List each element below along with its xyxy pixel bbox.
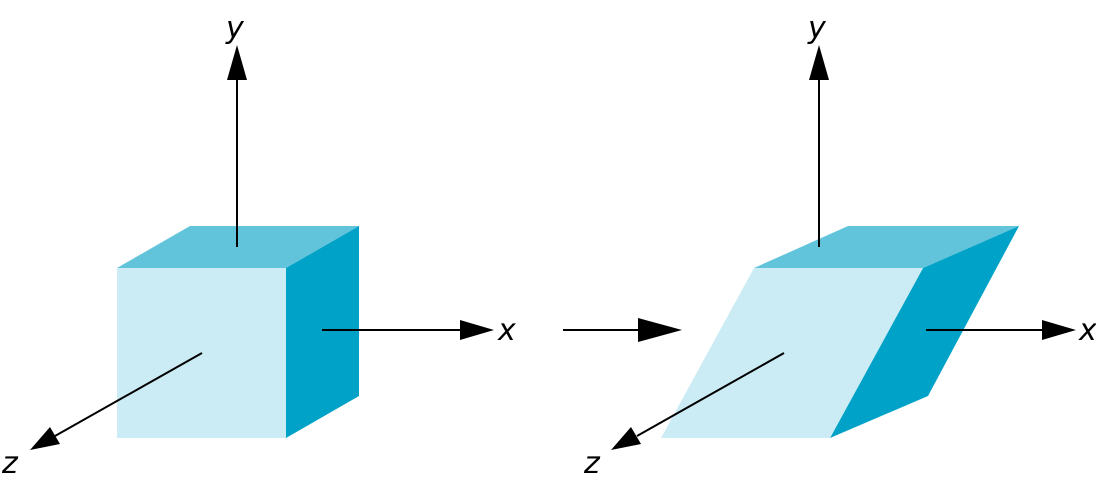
x-axis-arrowhead (1042, 320, 1076, 340)
z-axis-label: z (583, 446, 601, 481)
y-axis-arrowhead (809, 45, 829, 80)
sheared-side-face (830, 226, 1019, 438)
x-axis-arrowhead (460, 320, 494, 340)
y-axis-label: y (225, 11, 245, 46)
z-axis-label: z (1, 446, 19, 481)
left-figure: y x z (1, 11, 516, 481)
sheared-front-face (661, 268, 923, 438)
z-axis-line (54, 352, 203, 437)
y-axis-label: y (807, 11, 827, 46)
z-axis-arrowhead (611, 427, 641, 450)
z-axis-arrowhead (30, 427, 60, 450)
x-axis-label: x (497, 313, 516, 348)
cube-side-face (286, 226, 359, 438)
sheared-top-face (754, 226, 1019, 268)
transformation-arrowhead (638, 318, 682, 342)
y-axis-arrowhead (227, 45, 247, 80)
right-figure: y x z (583, 11, 1096, 481)
x-axis-label: x (1078, 313, 1096, 348)
z-axis-line (636, 352, 785, 437)
transformation-arrow (563, 318, 682, 342)
